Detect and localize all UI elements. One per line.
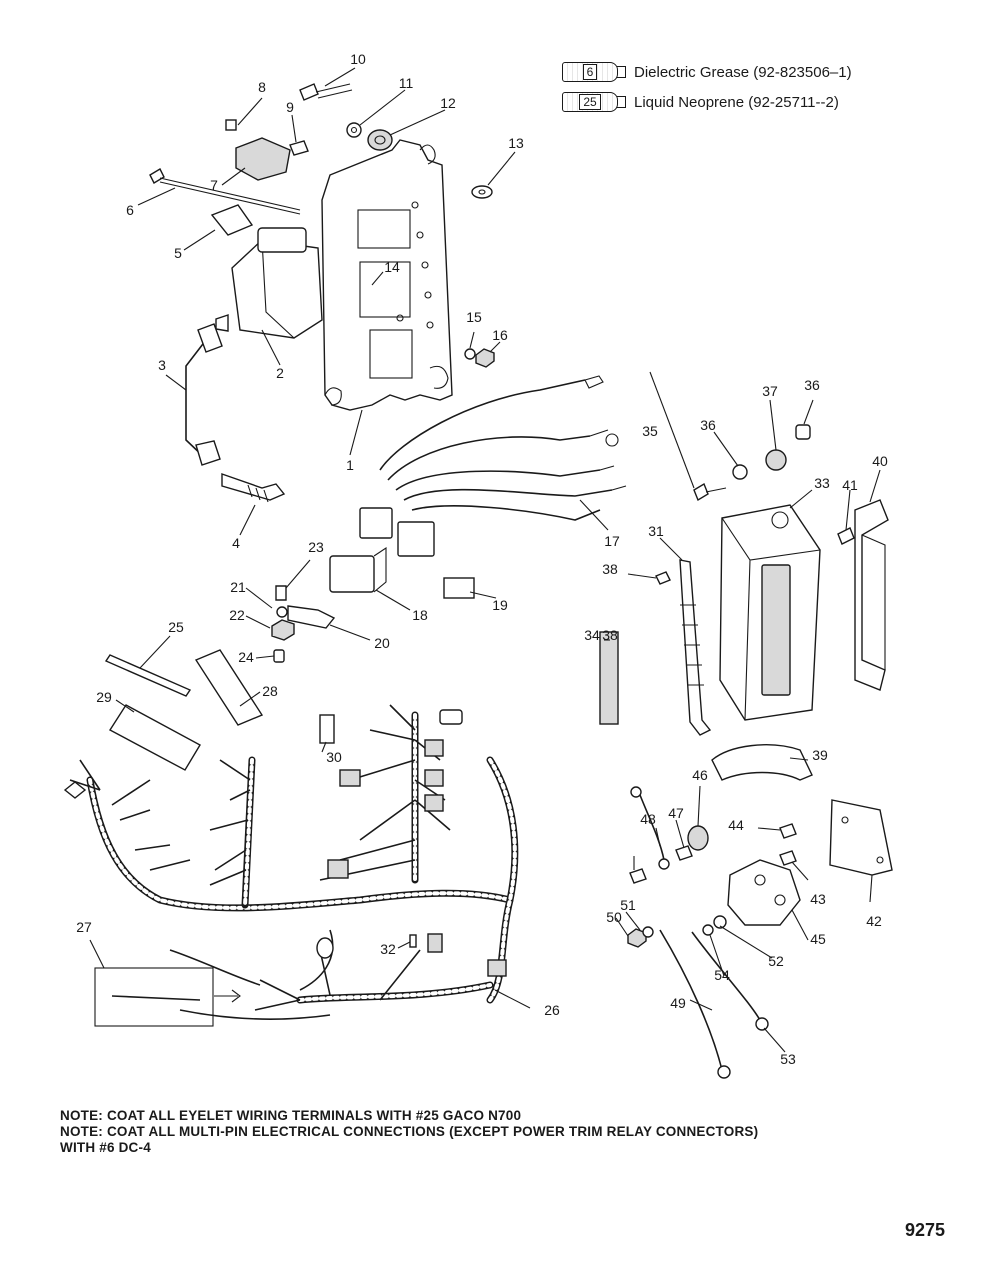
legend-row-neoprene: 25 Liquid Neoprene (92-25711--2): [562, 90, 852, 114]
callout-46: 46: [692, 767, 708, 783]
engine-control-module: [719, 504, 821, 721]
callout-10: 10: [350, 51, 366, 67]
tube-cap-icon: [617, 96, 626, 108]
callout-23: 23: [308, 539, 324, 555]
callout-33: 33: [814, 475, 830, 491]
spark-plug-lead: [185, 323, 286, 503]
callout-29: 29: [96, 689, 112, 705]
ecm-bracket: [854, 499, 889, 691]
note-line: NOTE: COAT ALL MULTI-PIN ELECTRICAL CONN…: [60, 1124, 759, 1139]
adapter-harness-box: [94, 967, 241, 1027]
callout-22: 22: [229, 607, 245, 623]
tube-number: 6: [582, 64, 598, 80]
callout-28: 28: [262, 683, 278, 699]
legend-label: Dielectric Grease (92-823506–1): [634, 63, 852, 81]
sensor-wire-bundle: [329, 375, 627, 599]
callout-6: 6: [126, 202, 134, 218]
callout-14: 14: [384, 259, 400, 275]
callout-15: 15: [466, 309, 482, 325]
callout-26: 26: [544, 1002, 560, 1018]
callout-42: 42: [866, 913, 882, 929]
coil-bracket: [210, 119, 291, 236]
callout-51: 51: [620, 897, 636, 913]
mounting-plate: [321, 139, 453, 411]
callout-43: 43: [810, 891, 826, 907]
callout-5: 5: [174, 245, 182, 261]
callout-24: 24: [238, 649, 254, 665]
callout-1: 1: [346, 457, 354, 473]
callout-53: 53: [780, 1051, 796, 1067]
starter-solenoid: [629, 823, 801, 926]
bolts-and-washers: [149, 83, 495, 368]
engine-wiring-harness: [63, 704, 519, 1020]
callout-32: 32: [380, 941, 396, 957]
callout-37: 37: [762, 383, 778, 399]
note-line: WITH #6 DC-4: [60, 1140, 151, 1155]
callout-27: 27: [76, 919, 92, 935]
callout-36: 36: [804, 377, 820, 393]
tie-straps: [104, 649, 264, 771]
callout-50: 50: [606, 909, 622, 925]
sealant-tube-icon: 6: [562, 62, 618, 82]
callout-13: 13: [508, 135, 524, 151]
callout-8: 8: [258, 79, 266, 95]
battery-cables: [627, 786, 769, 1079]
tube-cap-icon: [617, 66, 626, 78]
figure-number: 9275: [905, 1220, 946, 1240]
callout-16: 16: [492, 327, 508, 343]
callout-40: 40: [872, 453, 888, 469]
callout-30: 30: [326, 749, 342, 765]
callout-17: 17: [604, 533, 620, 549]
callout-39: 39: [812, 747, 828, 763]
callout-11: 11: [399, 75, 414, 91]
leader-lines: [89, 67, 881, 1053]
sealant-tube-icon: 25: [562, 92, 618, 112]
callout-45: 45: [810, 931, 826, 947]
callout-35: 35: [642, 423, 658, 439]
callout-21: 21: [230, 579, 246, 595]
callout-34: 34: [584, 627, 600, 643]
callout-19: 19: [492, 597, 508, 613]
callout-41: 41: [842, 477, 858, 493]
callout-7: 7: [210, 177, 218, 193]
callout-44: 44: [728, 817, 744, 833]
callout-38: 38: [602, 627, 618, 643]
callout-52: 52: [768, 953, 784, 969]
callout-47: 47: [668, 805, 684, 821]
callout-numbers: 1234567891011121314151617181920212223242…: [76, 51, 888, 1067]
callout-4: 4: [232, 535, 240, 551]
callout-54: 54: [714, 967, 730, 983]
callout-48: 48: [640, 811, 656, 827]
ignition-coil: [215, 227, 323, 339]
callout-25: 25: [168, 619, 184, 635]
callout-31: 31: [648, 523, 664, 539]
callout-18: 18: [412, 607, 428, 623]
legend-label: Liquid Neoprene (92-25711--2): [634, 93, 839, 111]
callout-12: 12: [440, 95, 456, 111]
callout-9: 9: [286, 99, 294, 115]
ground-strip: [599, 559, 712, 736]
tube-number: 25: [579, 94, 601, 110]
callout-38: 38: [602, 561, 618, 577]
callout-36: 36: [700, 417, 716, 433]
ecm-fasteners: [655, 424, 855, 585]
legend-row-grease: 6 Dielectric Grease (92-823506–1): [562, 60, 852, 84]
sealant-legend: 6 Dielectric Grease (92-823506–1) 25 Liq…: [562, 60, 852, 120]
callout-2: 2: [276, 365, 284, 381]
ground-hardware: [271, 585, 336, 663]
relay-bracket: [711, 744, 893, 876]
note-line: NOTE: COAT ALL EYELET WIRING TERMINALS W…: [60, 1108, 522, 1123]
assembly-notes: NOTE: COAT ALL EYELET WIRING TERMINALS W…: [60, 1108, 940, 1156]
callout-49: 49: [670, 995, 686, 1011]
callout-20: 20: [374, 635, 390, 651]
callout-3: 3: [158, 357, 166, 373]
